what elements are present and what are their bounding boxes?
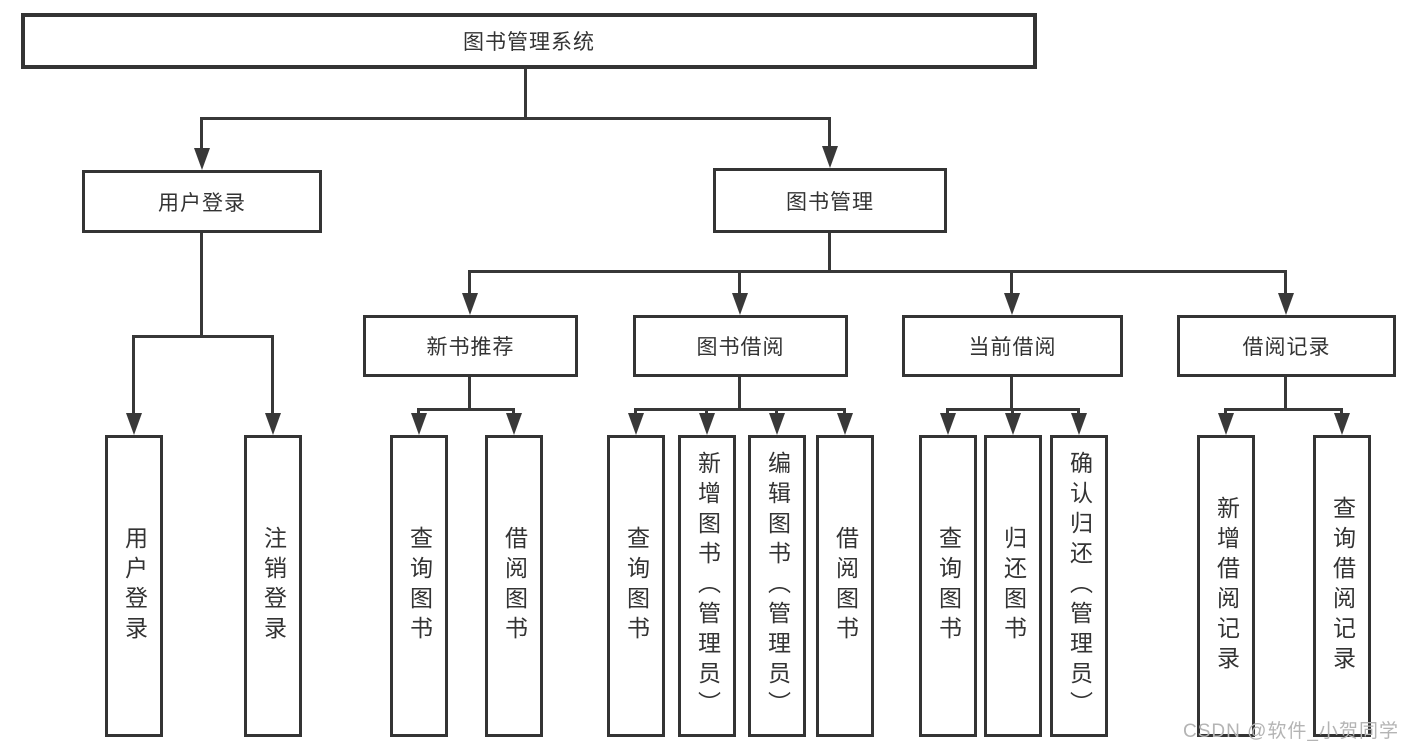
node-new-book-recommend: 新书推荐 [363,315,578,377]
connector-borrow-drop-3 [775,408,778,416]
connector-borrow-drop-2 [705,408,708,416]
leaf-add-borrow-record: 新增借阅记录 [1197,435,1255,737]
connector-current-drop-2 [1011,408,1014,416]
arrowhead-current-leaf-3 [1071,413,1087,435]
connector-borrow-drop [738,270,741,295]
node-borrow-records: 借阅记录 [1177,315,1396,377]
arrowhead-login-leaf-2 [265,413,281,435]
leaf-recommend-borrow-books-label: 借阅图书 [501,526,528,646]
connector-level2-bus [200,117,831,120]
arrowhead-current-leaf-2 [1005,413,1021,435]
connector-records-drop [1284,270,1287,295]
leaf-current-query-books: 查询图书 [919,435,977,737]
arrowhead-current-borrow [1004,293,1020,315]
connector-login-bus [132,335,274,338]
leaf-query-borrow-record-label: 查询借阅记录 [1329,496,1356,676]
arrowhead-current-leaf-1 [940,413,956,435]
leaf-query-borrow-record: 查询借阅记录 [1313,435,1371,737]
arrowhead-borrow-records [1278,293,1294,315]
leaf-add-books-admin: 新增图书（管理员） [678,435,736,737]
connector-records-bus [1224,408,1343,411]
arrowhead-book-management [822,146,838,168]
connector-login-drop-1 [132,335,135,415]
leaf-user-login: 用户登录 [105,435,163,737]
connector-current-drop-3 [1077,408,1080,416]
arrowhead-records-leaf-1 [1218,413,1234,435]
connector-recommend-stem [468,377,471,410]
leaf-return-books-label: 归还图书 [1000,526,1027,646]
arrowhead-records-leaf-2 [1334,413,1350,435]
connector-current-drop-1 [946,408,949,416]
connector-records-stem [1284,377,1287,410]
arrowhead-borrow-leaf-1 [628,413,644,435]
node-book-borrow: 图书借阅 [633,315,848,377]
connector-book-management-stem [828,233,831,272]
leaf-logout: 注销登录 [244,435,302,737]
leaf-confirm-return-admin: 确认归还（管理员） [1050,435,1108,737]
connector-recommend-drop-2 [512,408,515,416]
connector-recommend-bus [417,408,515,411]
node-user-login: 用户登录 [82,170,322,233]
leaf-logout-label: 注销登录 [260,526,287,646]
connector-borrow-stem [738,377,741,410]
leaf-recommend-query-books: 查询图书 [390,435,448,737]
arrowhead-book-borrow [732,293,748,315]
leaf-borrow-query-books-label: 查询图书 [623,526,650,646]
leaf-return-books: 归还图书 [984,435,1042,737]
leaf-user-login-label: 用户登录 [121,526,148,646]
connector-records-drop-1 [1224,408,1227,416]
leaf-edit-books-admin: 编辑图书（管理员） [748,435,806,737]
leaf-borrow-books-label: 借阅图书 [832,526,859,646]
connector-records-drop-2 [1340,408,1343,416]
connector-book-management-drop [828,117,831,148]
watermark: CSDN @软件_小贺同学 [1183,721,1399,742]
connector-level3-bus [468,270,1287,273]
connector-recommend-drop [468,270,471,295]
leaf-recommend-borrow-books: 借阅图书 [485,435,543,737]
node-library-management-system: 图书管理系统 [21,13,1037,69]
leaf-add-borrow-record-label: 新增借阅记录 [1213,496,1240,676]
arrowhead-recommend-leaf-2 [506,413,522,435]
connector-current-drop [1010,270,1013,295]
connector-recommend-drop-1 [417,408,420,416]
arrowhead-login-leaf-1 [126,413,142,435]
connector-login-drop-2 [271,335,274,415]
connector-user-login-stem [200,233,203,338]
connector-borrow-drop-1 [634,408,637,416]
leaf-recommend-query-books-label: 查询图书 [406,526,433,646]
arrowhead-borrow-leaf-4 [837,413,853,435]
leaf-current-query-books-label: 查询图书 [935,526,962,646]
node-current-borrow: 当前借阅 [902,315,1123,377]
arrowhead-borrow-leaf-2 [699,413,715,435]
connector-current-stem [1010,377,1013,410]
arrowhead-borrow-leaf-3 [769,413,785,435]
leaf-borrow-query-books: 查询图书 [607,435,665,737]
leaf-edit-books-admin-label: 编辑图书（管理员） [764,451,791,721]
leaf-confirm-return-admin-label: 确认归还（管理员） [1066,451,1093,721]
arrowhead-user-login [194,148,210,170]
arrowhead-new-book-recommend [462,293,478,315]
connector-root-stem [524,69,527,119]
arrowhead-recommend-leaf-1 [411,413,427,435]
leaf-borrow-books: 借阅图书 [816,435,874,737]
connector-borrow-bus [634,408,846,411]
leaf-add-books-admin-label: 新增图书（管理员） [694,451,721,721]
node-book-management: 图书管理 [713,168,947,233]
connector-user-login-drop [200,117,203,150]
connector-borrow-drop-4 [843,408,846,416]
